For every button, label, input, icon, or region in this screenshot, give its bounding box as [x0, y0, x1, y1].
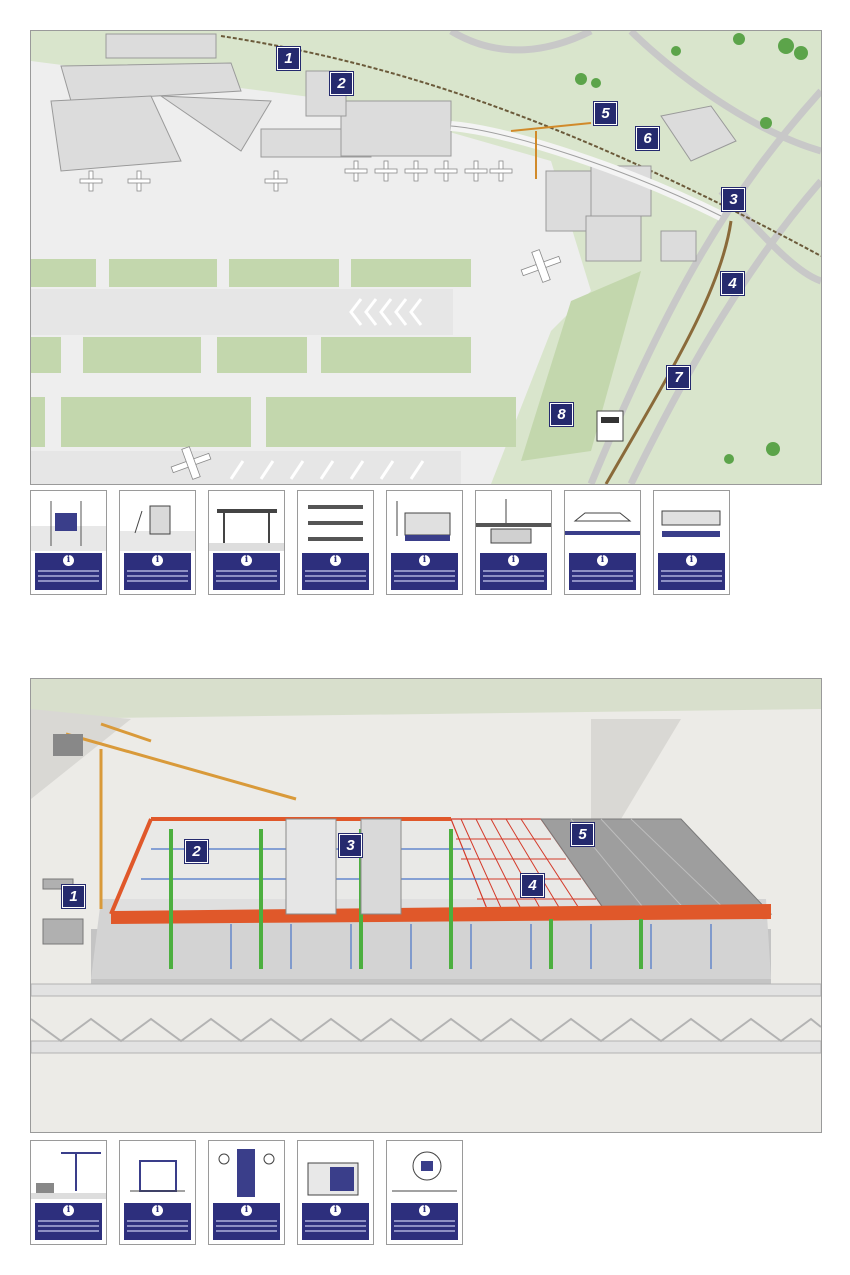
card-illustration: [392, 1151, 457, 1192]
info-card-3[interactable]: i: [208, 490, 285, 595]
info-box: i: [213, 553, 280, 590]
info-card-2[interactable]: i: [119, 490, 196, 595]
map-marker-7[interactable]: 7: [667, 366, 690, 389]
site-info-card-2[interactable]: i: [119, 1140, 196, 1245]
card-illustration: [31, 501, 106, 551]
info-card-5[interactable]: i: [386, 490, 463, 595]
site-marker-2[interactable]: 2: [185, 840, 208, 863]
info-icon: i: [508, 555, 519, 566]
info-icon: i: [419, 555, 430, 566]
info-card-6[interactable]: i: [475, 490, 552, 595]
info-box: i: [35, 1203, 102, 1240]
map-marker-2[interactable]: 2: [330, 72, 353, 95]
site-marker-5[interactable]: 5: [571, 823, 594, 846]
map-marker-4[interactable]: 4: [721, 272, 744, 295]
airport-map-panel: 1 2 3 4 5 6 7 8: [30, 30, 822, 485]
site-info-card-1[interactable]: i: [30, 1140, 107, 1245]
info-icon: i: [686, 555, 697, 566]
map-marker-1[interactable]: 1: [277, 47, 300, 70]
info-box: i: [124, 553, 191, 590]
info-box: i: [480, 553, 547, 590]
info-box: i: [302, 1203, 369, 1240]
airport-map-illustration: [31, 31, 821, 484]
card-illustration: [209, 509, 284, 551]
info-icon: i: [597, 555, 608, 566]
card-illustration: [565, 512, 640, 535]
info-box: i: [391, 1203, 458, 1240]
card-illustration: [661, 510, 721, 537]
card-illustration: [396, 501, 451, 541]
site-marker-4[interactable]: 4: [521, 874, 544, 897]
map-marker-5[interactable]: 5: [594, 102, 617, 125]
info-icon: i: [419, 1205, 430, 1216]
card-illustration: [308, 505, 363, 541]
map-marker-3[interactable]: 3: [722, 188, 745, 211]
info-card-4[interactable]: i: [297, 490, 374, 595]
info-box: i: [35, 553, 102, 590]
site-marker-1[interactable]: 1: [62, 885, 85, 908]
info-card-1[interactable]: i: [30, 490, 107, 595]
info-box: i: [658, 553, 725, 590]
info-box: i: [124, 1203, 191, 1240]
site-info-card-4[interactable]: i: [297, 1140, 374, 1245]
site-marker-3[interactable]: 3: [339, 834, 362, 857]
info-icon: i: [152, 1205, 163, 1216]
site-info-card-5[interactable]: i: [386, 1140, 463, 1245]
info-box: i: [213, 1203, 280, 1240]
card-illustration: [307, 1162, 359, 1196]
info-icon: i: [330, 1205, 341, 1216]
info-box: i: [569, 553, 636, 590]
info-card-7[interactable]: i: [564, 490, 641, 595]
map-marker-8[interactable]: 8: [550, 403, 573, 426]
info-icon: i: [241, 1205, 252, 1216]
card-illustration: [476, 499, 551, 544]
info-icon: i: [241, 555, 252, 566]
site-info-card-3[interactable]: i: [208, 1140, 285, 1245]
info-box: i: [302, 553, 369, 590]
info-icon: i: [63, 1205, 74, 1216]
construction-illustration: [31, 679, 821, 1132]
map-marker-6[interactable]: 6: [636, 127, 659, 150]
card-illustration: [120, 505, 195, 551]
info-card-8[interactable]: i: [653, 490, 730, 595]
card-illustration: [130, 1160, 185, 1192]
card-illustration: [218, 1149, 275, 1197]
construction-site-panel: 1 2 3 4 5: [30, 678, 822, 1133]
info-icon: i: [152, 555, 163, 566]
info-box: i: [391, 553, 458, 590]
info-icon: i: [63, 555, 74, 566]
info-icon: i: [330, 555, 341, 566]
card-illustration: [31, 1152, 106, 1199]
